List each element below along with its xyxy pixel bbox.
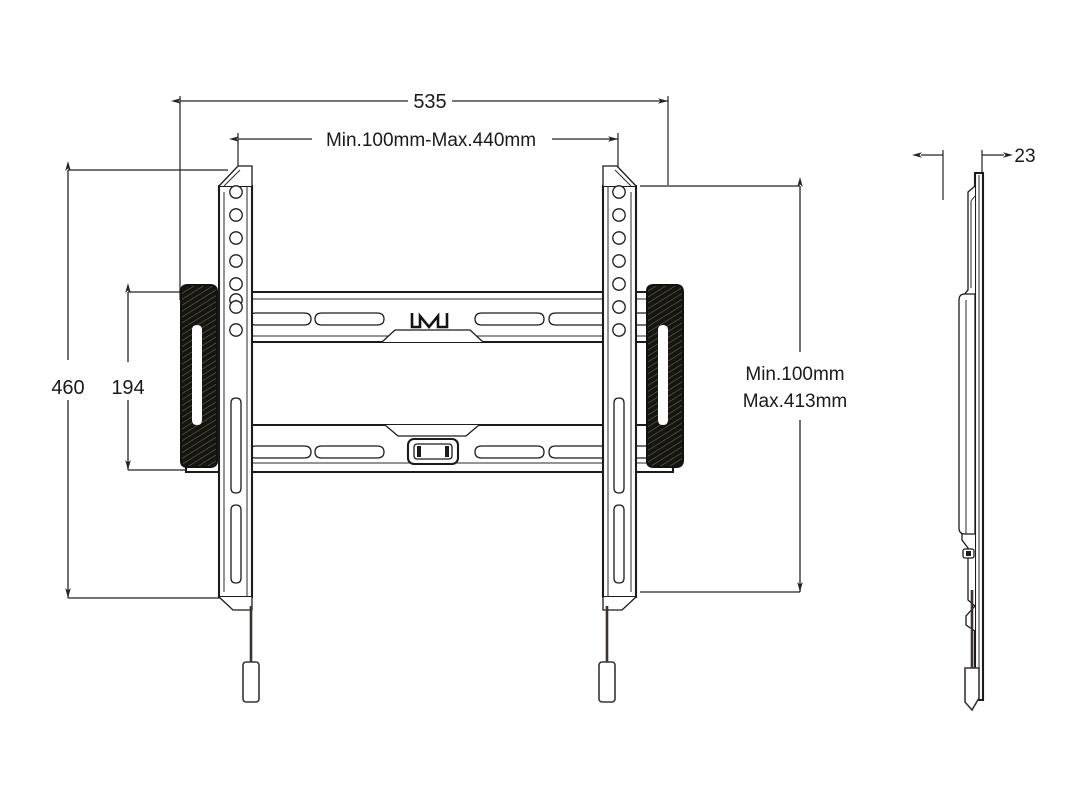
- brand-logo-icon: [410, 312, 449, 330]
- dimension-rail-spacing-label: 194: [111, 377, 144, 399]
- center-latch: [406, 437, 460, 466]
- front-view: [180, 165, 684, 703]
- pull-cord-right: [598, 606, 616, 703]
- dimension-overall-width-label: 535: [413, 91, 446, 113]
- dimension-overall-width: 535: [171, 91, 669, 300]
- dimension-vesa-vertical-label-min: Min.100mm: [745, 364, 844, 385]
- dimension-overall-height-label: 460: [51, 377, 84, 399]
- dimension-rail-spacing: 194: [111, 283, 186, 471]
- arm-right-holes: [612, 185, 626, 337]
- pad-right: [646, 284, 684, 468]
- arm-left-holes: [229, 185, 243, 337]
- dimension-depth-label: 23: [1014, 146, 1035, 167]
- dimension-vesa-vertical: Min.100mm Max.413mm: [640, 177, 848, 593]
- bracket-arm-left: [217, 165, 260, 703]
- pull-cord-left: [242, 606, 260, 703]
- bracket-arm-right: [598, 165, 638, 703]
- dimension-vesa-horizontal-label: Min.100mm-Max.440mm: [326, 130, 536, 151]
- side-view: [958, 171, 985, 712]
- side-pad: [958, 293, 976, 535]
- rail-lower: [184, 423, 675, 474]
- side-pull-cord: [964, 590, 980, 712]
- pad-left: [180, 284, 218, 468]
- rail-upper: [184, 290, 675, 344]
- dimension-overall-height: 460: [51, 161, 228, 599]
- dimension-vesa-vertical-label-max: Max.413mm: [743, 391, 848, 412]
- dimension-vesa-horizontal: Min.100mm-Max.440mm: [229, 130, 619, 200]
- side-latch-icon: [962, 548, 975, 559]
